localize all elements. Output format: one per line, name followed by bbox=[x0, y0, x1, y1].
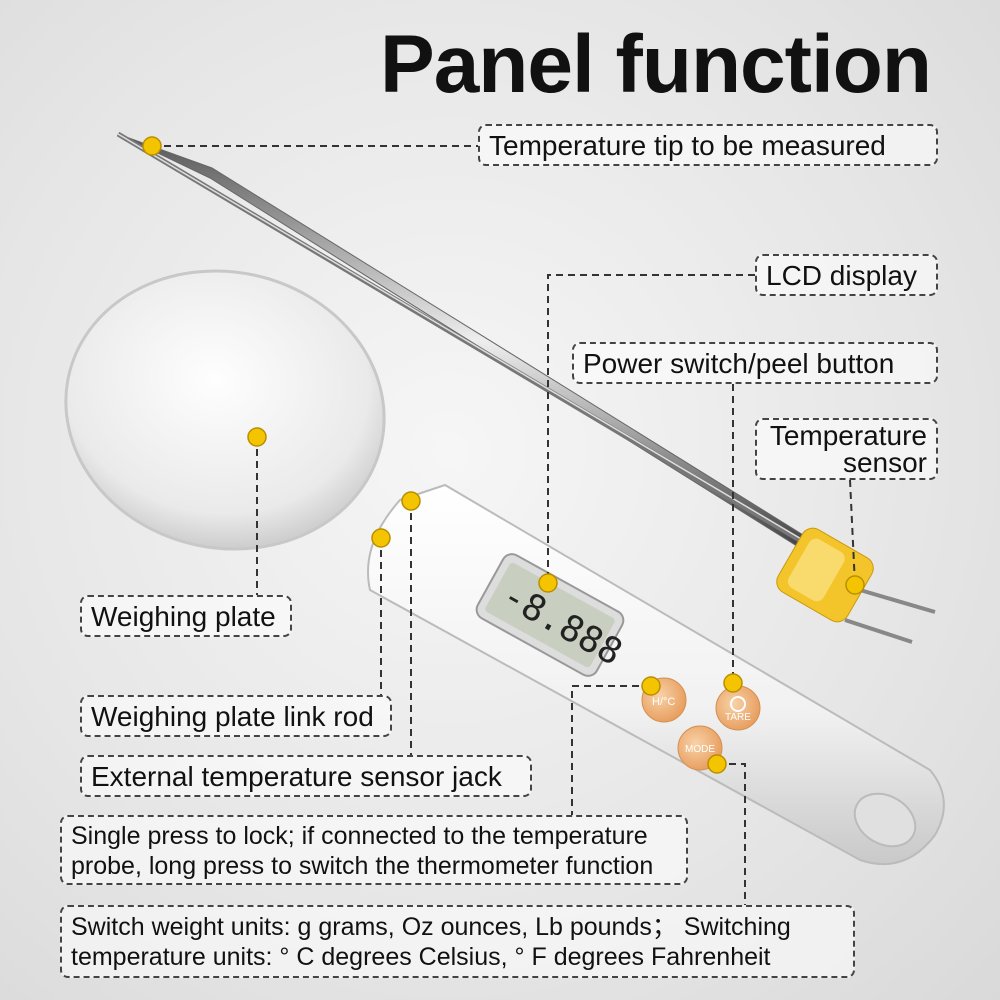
marker-sensor bbox=[845, 575, 865, 595]
marker-lcd bbox=[538, 573, 558, 593]
probe-connector bbox=[776, 527, 874, 623]
label-line: sensor bbox=[842, 447, 927, 478]
marker-rod bbox=[371, 528, 391, 548]
label-sensor-jack: External temperature sensor jack bbox=[80, 755, 532, 797]
label-temperature-tip: Temperature tip to be measured bbox=[478, 124, 938, 166]
svg-text:MODE: MODE bbox=[685, 744, 715, 755]
label-lcd-display: LCD display bbox=[755, 254, 938, 296]
label-weighing-plate: Weighing plate bbox=[80, 595, 292, 637]
label-power-switch: Power switch/peel button bbox=[572, 342, 938, 384]
svg-text:H/°C: H/°C bbox=[652, 696, 675, 708]
temperature-probe bbox=[116, 131, 936, 644]
marker-dots bbox=[142, 136, 865, 774]
label-line: temperature units: ° C degrees Celsius, … bbox=[71, 943, 771, 971]
marker-plate bbox=[247, 427, 267, 447]
label-line: Temperature bbox=[769, 420, 927, 451]
label-line: probe, long press to switch the thermome… bbox=[71, 852, 654, 880]
label-link-rod: Weighing plate link rod bbox=[80, 695, 392, 737]
marker-tip bbox=[142, 136, 162, 156]
marker-units bbox=[707, 754, 727, 774]
marker-lock bbox=[641, 676, 661, 696]
label-line: Single press to lock; if connected to th… bbox=[71, 822, 648, 850]
hang-hole bbox=[853, 792, 917, 848]
weighing-plate bbox=[64, 269, 386, 551]
button-tare: TARE bbox=[715, 685, 761, 731]
label-line: Switch weight units: g grams, Oz ounces,… bbox=[71, 913, 791, 941]
marker-jack bbox=[401, 491, 421, 511]
svg-text:TARE: TARE bbox=[725, 712, 751, 723]
page-title: Panel function bbox=[380, 19, 932, 110]
label-lock-button: Single press to lock; if connected to th… bbox=[60, 815, 688, 885]
leader-lines bbox=[152, 145, 856, 905]
marker-power bbox=[723, 673, 743, 693]
spoon-scale: -8.888 H/°C TARE MODE bbox=[64, 269, 945, 866]
label-mode-button: Switch weight units: g grams, Oz ounces,… bbox=[60, 905, 855, 978]
